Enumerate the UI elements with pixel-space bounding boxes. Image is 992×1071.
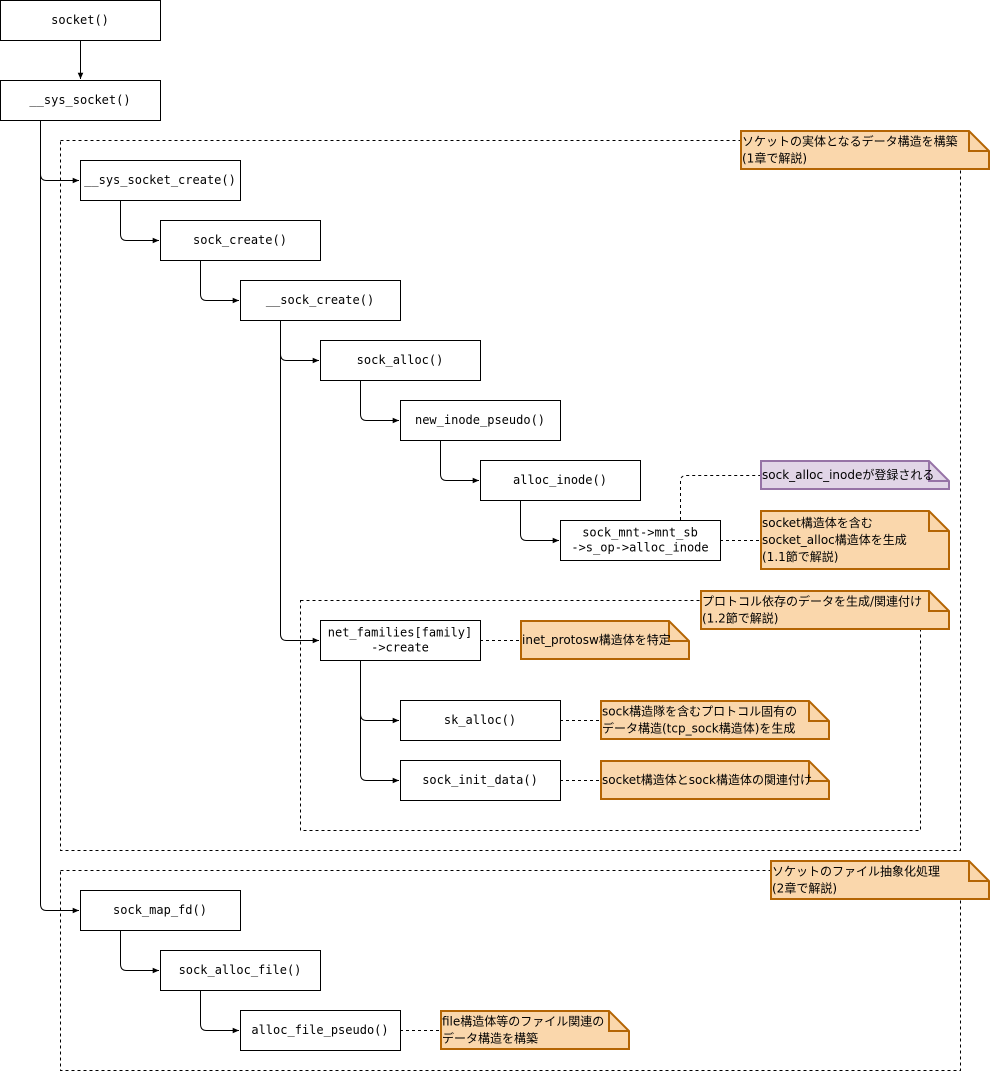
function-label: alloc_inode(): [513, 473, 607, 487]
edge-sock-alloc-to-new-inode-pseudo: [360, 380, 399, 424]
function-label: ->create: [371, 641, 429, 655]
edge-net-families-to-sock-init-data: [360, 660, 399, 784]
function-boxes: socket() __sys_socket() __sys_socket_creat…: [0, 0, 721, 1051]
note-text: ソケットのファイル抽象化処理: [772, 865, 940, 879]
note-text: (2章で解説): [772, 881, 837, 896]
note-data-structure-build: ソケットの実体となるデータ構造を構築 (1章で解説): [740, 130, 990, 170]
edge-sys-socket-to-sock-map-fd: [40, 120, 79, 914]
edge-sock-map-fd-to-sock-alloc-file: [120, 930, 159, 974]
note-text: (1章で解説): [742, 151, 807, 166]
note-text: (1.2節で解説): [702, 611, 778, 626]
note-text: データ構造(tcp_sock構造体)を生成: [602, 721, 795, 736]
function-label: ->s_op->alloc_inode: [571, 541, 708, 555]
function-label: new_inode_pseudo(): [415, 413, 545, 427]
function-label: socket(): [51, 13, 109, 27]
connector-inode-registered: [680, 475, 760, 520]
sock-init-data-box: sock_init_data(): [400, 760, 561, 801]
function-label: __sys_socket(): [29, 93, 130, 107]
alloc-file-pseudo-box: alloc_file_pseudo(): [240, 1010, 401, 1051]
note-protocol-dependent: プロトコル依存のデータを生成/関連付け (1.2節で解説): [700, 590, 950, 630]
sock-mnt-alloc-inode-box: sock_mnt->mnt_sb->s_op->alloc_inode: [560, 520, 721, 561]
double-underscore-sock-create-box: __sock_create(): [240, 280, 401, 321]
note-text: sock_alloc_inodeが登録される: [762, 467, 934, 482]
note-text: プロトコル依存のデータを生成/関連付け: [702, 594, 922, 609]
function-label: __sock_create(): [266, 293, 374, 307]
note-socket-sock-link: socket構造体とsock構造体の関連付け: [600, 760, 830, 800]
note-text: inet_protosw構造体を特定: [522, 632, 671, 647]
function-label: sock_create(): [193, 233, 287, 247]
edge-net-families-to-sk-alloc: [360, 660, 399, 724]
group-protocol-dependent: [300, 600, 921, 831]
call-edges: [40, 40, 559, 1034]
note-text: ソケットの実体となるデータ構造を構築: [742, 134, 958, 149]
note-text: (1.1節で解説): [762, 549, 838, 564]
function-label: sock_alloc(): [357, 353, 444, 367]
function-label: sock_alloc_file(): [179, 963, 302, 977]
note-file-abstraction: ソケットのファイル抽象化処理 (2章で解説): [770, 860, 990, 900]
edge-__sock-create-to-net-families: [280, 320, 319, 644]
edge-sys-socket-create-to-sock-create: [120, 200, 159, 244]
edge-new-inode-pseudo-to-alloc-inode: [440, 440, 479, 484]
sock-map-fd-box: sock_map_fd(): [80, 890, 241, 931]
function-label: sock_mnt->mnt_sb: [582, 526, 698, 540]
new-inode-pseudo-box: new_inode_pseudo(): [400, 400, 561, 441]
net-families-create-box: net_families[family]->create: [320, 620, 481, 661]
note-text: socket_alloc構造体を生成: [762, 533, 907, 547]
note-text: file構造体等のファイル関連の: [442, 1015, 604, 1029]
sk-alloc-box: sk_alloc(): [400, 700, 561, 741]
function-label: sock_init_data(): [422, 773, 538, 787]
socket-box: socket(): [0, 0, 161, 41]
sock-create-box: sock_create(): [160, 220, 321, 261]
sock-alloc-box: sock_alloc(): [320, 340, 481, 381]
note-socket-alloc-create: socket構造体を含む socket_alloc構造体を生成 (1.1節で解説): [760, 510, 950, 570]
sys-socket-box: __sys_socket(): [0, 80, 161, 121]
function-label: __sys_socket_create(): [84, 173, 236, 187]
function-label: sk_alloc(): [444, 713, 516, 727]
note-text: sock構造隊を含むプロトコル固有の: [602, 704, 797, 719]
edge-__sock-create-to-sock-alloc: [280, 320, 319, 364]
sock-alloc-file-box: sock_alloc_file(): [160, 950, 321, 991]
note-connectors: [400, 475, 760, 1031]
function-label: net_families[family]: [328, 626, 473, 640]
function-label: sock_map_fd(): [113, 903, 207, 917]
edge-sys-socket-to-sys-socket-create: [40, 120, 79, 184]
function-label: alloc_file_pseudo(): [251, 1023, 388, 1037]
edge-alloc-inode-to-sock-mnt: [520, 500, 559, 544]
note-text: socket構造体を含む: [762, 515, 873, 530]
note-text: データ構造を構築: [442, 1031, 538, 1046]
edge-sock-alloc-file-to-alloc-file-pseudo: [200, 990, 239, 1034]
note-inet-protosw: inet_protosw構造体を特定: [520, 620, 690, 660]
note-boxes: ソケットの実体となるデータ構造を構築 (1章で解説) sock_alloc_inod…: [440, 130, 990, 1050]
note-text: socket構造体とsock構造体の関連付け: [602, 773, 812, 787]
note-sock-alloc-inode-registered: sock_alloc_inodeが登録される: [760, 460, 950, 490]
edge-sock-create-to-__sock-create: [200, 260, 239, 304]
group-data-structure-build: [60, 140, 961, 851]
alloc-inode-box: alloc_inode(): [480, 460, 641, 501]
sys-socket-create-box: __sys_socket_create(): [80, 160, 241, 201]
